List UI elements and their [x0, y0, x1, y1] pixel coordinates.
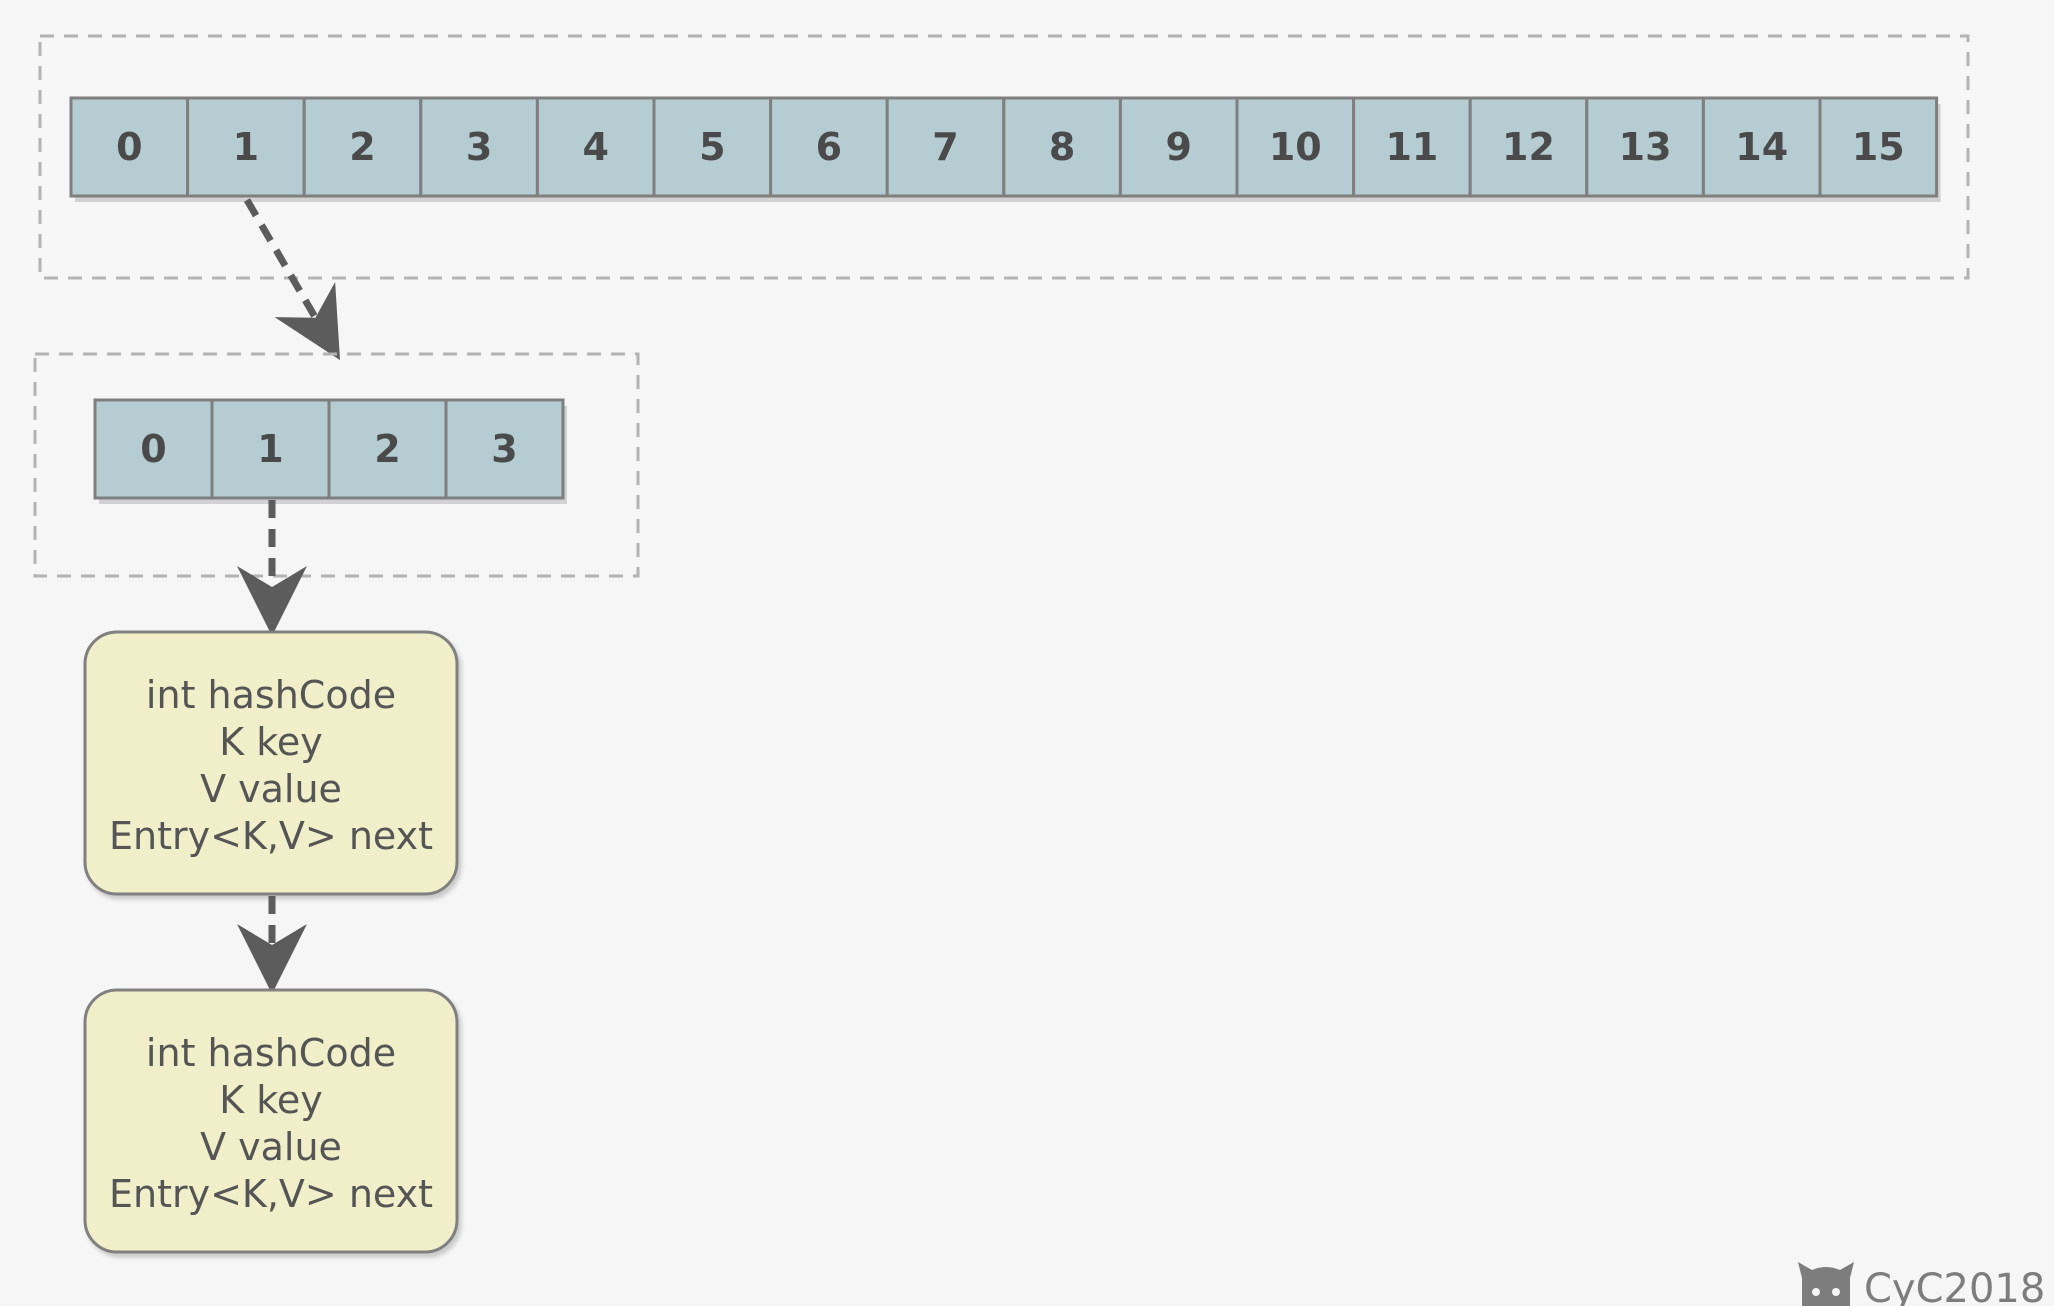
segment-cell-box [1002, 96, 1122, 198]
hash-entry-node: int hashCode K key V value Entry<K,V> ne… [83, 630, 459, 896]
segment-cell-box [535, 96, 656, 198]
segment-cell-box [69, 96, 190, 198]
segment-cell-box [302, 96, 423, 198]
segment-cell-7: 7 [885, 96, 1008, 202]
segment-cell-8: 8 [1002, 96, 1125, 202]
table-cell-box [93, 398, 214, 500]
segment-cell-11: 11 [1352, 96, 1475, 202]
segment-cell-label: 5 [699, 125, 725, 169]
segment-cell-label: 8 [1049, 125, 1075, 169]
entry-field: Entry<K,V> next [109, 1172, 433, 1216]
table-cell-label: 2 [374, 427, 400, 471]
entry-field: K key [219, 720, 323, 764]
segment-cell-3: 3 [419, 96, 542, 202]
segment-cell-2: 2 [302, 96, 425, 202]
hash-entry-node: int hashCode K key V value Entry<K,V> ne… [83, 988, 459, 1254]
segment-cell-label: 12 [1502, 125, 1555, 169]
segment-cell-box [186, 96, 306, 198]
segment-cell-label: 7 [932, 125, 958, 169]
segment-cell-box [419, 96, 539, 198]
entry-box [83, 988, 459, 1254]
segment-cell-9: 9 [1118, 96, 1241, 202]
table-cell-label: 1 [257, 427, 283, 471]
entry-field: K key [219, 1078, 323, 1122]
segment-cell-4: 4 [535, 96, 658, 202]
table-cell-box [444, 398, 565, 500]
segment-cell-label: 0 [116, 125, 142, 169]
segment-cell-label: 10 [1269, 125, 1322, 169]
segment-cell-label: 1 [233, 125, 259, 169]
segment-cell-box [652, 96, 773, 198]
segment-cell-label: 6 [816, 125, 842, 169]
segment-cell-label: 9 [1165, 125, 1191, 169]
segment-cell-box [1118, 96, 1239, 198]
table-cell-3: 3 [444, 398, 567, 504]
segment-cell-label: 2 [349, 125, 375, 169]
segment-cell-label: 14 [1735, 125, 1788, 169]
hash-entry-table: 0 1 2 3 [93, 398, 567, 504]
watermark: CyC2018 [1798, 1262, 2045, 1306]
entry-field: Entry<K,V> next [109, 814, 433, 858]
table-cell-label: 0 [140, 427, 166, 471]
segment-cell-10: 10 [1235, 96, 1358, 202]
entry-field: V value [200, 1125, 342, 1169]
table-cell-2: 2 [327, 398, 450, 504]
segments-container [38, 34, 1970, 280]
segment-cell-label: 15 [1852, 125, 1905, 169]
entry-field: int hashCode [146, 673, 396, 717]
segment-cell-6: 6 [769, 96, 892, 202]
table-container [33, 352, 640, 578]
table-cell-1: 1 [210, 398, 333, 504]
segment-cell-box [1818, 96, 1939, 198]
segment-cell-1: 1 [186, 96, 309, 202]
segment-cell-0: 0 [69, 96, 192, 202]
entry-field: int hashCode [146, 1031, 396, 1075]
segment-cell-15: 15 [1818, 96, 1941, 202]
entry-box [83, 630, 459, 896]
segment-cell-label: 4 [582, 125, 608, 169]
entry-field: V value [200, 767, 342, 811]
segment-cell-14: 14 [1701, 96, 1824, 202]
segment-cell-label: 13 [1619, 125, 1672, 169]
segment-to-table-arrow [243, 198, 341, 361]
segment-cell-box [769, 96, 889, 198]
segment-cell-box [1235, 96, 1356, 198]
segment-cell-box [885, 96, 1006, 198]
segment-cell-5: 5 [652, 96, 775, 202]
table-cell-label: 3 [491, 427, 517, 471]
table-cell-box [327, 398, 448, 500]
segment-cell-box [1352, 96, 1472, 198]
segment-cell-label: 11 [1385, 125, 1438, 169]
table-cell-0: 0 [93, 398, 216, 504]
segment-cell-13: 13 [1585, 96, 1708, 202]
watermark-text: CyC2018 [1864, 1266, 2045, 1306]
segment-cell-box [1701, 96, 1822, 198]
table-cell-box [210, 398, 331, 500]
github-octocat-icon [1798, 1262, 1854, 1306]
segment-cell-label: 3 [466, 125, 492, 169]
segment-cell-12: 12 [1468, 96, 1591, 202]
